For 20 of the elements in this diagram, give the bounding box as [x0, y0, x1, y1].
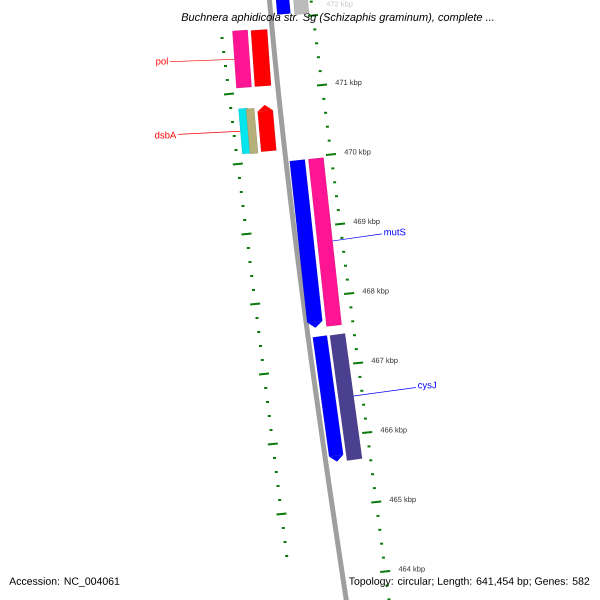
title: Buchnera aphidicola str. Sg (Schizaphis graminum), complete ...: [182, 12, 494, 24]
leader-line: [178, 130, 241, 135]
gene-bar: [330, 333, 362, 461]
footer-text: Topology: circular; Length: 641,454 bp; Genes: 582: [348, 577, 590, 587]
gene-label: cysJ: [418, 382, 436, 390]
gene-bar: [250, 29, 272, 87]
gene-label: dsbA: [155, 132, 176, 138]
leader-line: [353, 387, 416, 396]
gene-bar: [232, 30, 252, 88]
footer-text: Accession: NC_004061: [9, 577, 120, 587]
gene-bar: [308, 158, 342, 327]
gene-bar: [292, 0, 310, 15]
gene-feature: [258, 104, 276, 152]
leader-line: [170, 58, 235, 62]
gene-feature: [290, 159, 322, 328]
gene-bar: [246, 108, 258, 154]
gene-feature: [312, 335, 344, 462]
gene-label: mutS: [384, 228, 406, 236]
leader-line: [332, 234, 382, 242]
gene-label: pol: [156, 58, 168, 66]
